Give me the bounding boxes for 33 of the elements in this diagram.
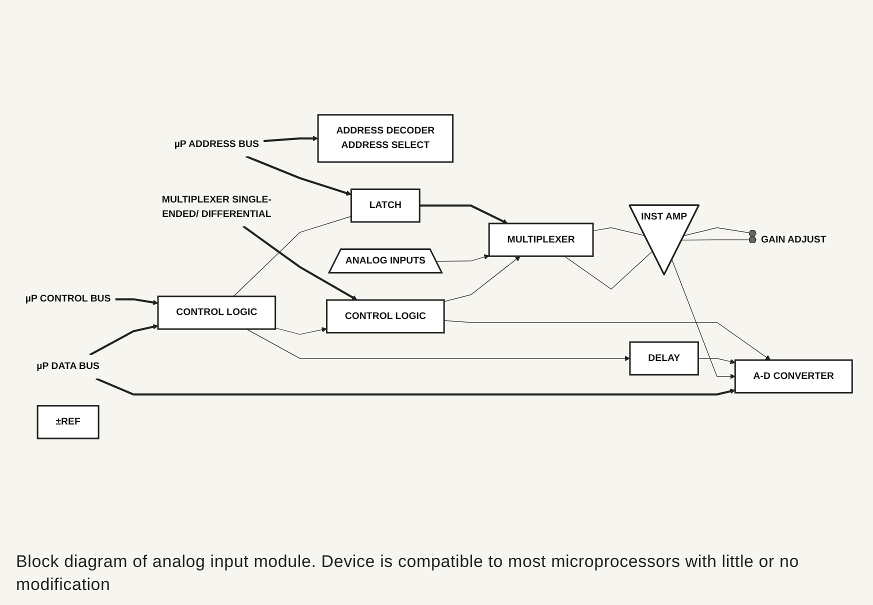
node-text: µP CONTROL BUS — [25, 294, 111, 304]
node-box: CONTROL LOGIC — [326, 299, 445, 334]
node-text: µP DATA BUS — [36, 361, 100, 372]
arrow — [242, 225, 358, 300]
arrow — [444, 256, 520, 302]
connector — [681, 236, 757, 244]
arrow — [436, 254, 490, 262]
caption: Block diagram of analog input module. Device is compatible to most microprocessors with little or no modification — [16, 551, 800, 596]
arrow — [698, 358, 736, 364]
node-box: CONTROL LOGIC — [157, 296, 276, 330]
node-text: GAIN ADJUST — [761, 234, 826, 245]
arrow — [89, 324, 158, 356]
connector — [684, 227, 757, 237]
arrow — [246, 155, 352, 196]
node-box: ±REF — [36, 404, 100, 440]
node-box: DELAY — [629, 341, 699, 376]
arrow — [246, 328, 630, 361]
node-box: ADDRESS DECODER ADDRESS SELECT — [317, 114, 454, 163]
arrow — [115, 298, 158, 305]
node-box: A-D CONVERTER — [734, 359, 853, 394]
connector — [592, 227, 646, 236]
arrow — [263, 136, 318, 142]
node-text: µP ADDRESS BUS — [174, 138, 260, 150]
arrow — [444, 320, 771, 360]
arrow — [672, 259, 736, 379]
arrow — [96, 377, 736, 396]
connector — [233, 216, 352, 297]
connector — [564, 250, 653, 290]
node-text: MULTIPLEXER SINGLE-ENDED/ DIFFERENTIAL — [162, 194, 272, 220]
arrow — [275, 327, 327, 335]
node-box: MULTIPLEXER — [488, 222, 594, 257]
arrow — [420, 204, 508, 224]
node-box: LATCH — [350, 188, 420, 223]
